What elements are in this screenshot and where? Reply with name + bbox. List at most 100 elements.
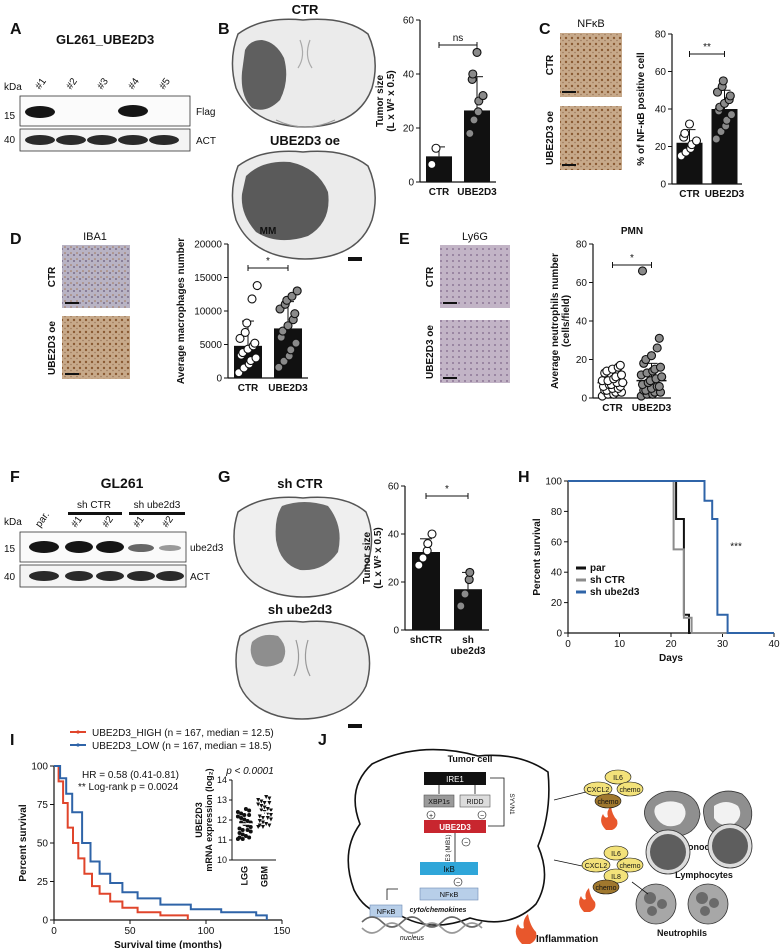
data-point [427, 159, 437, 169]
ihc-image-ube2d3 [440, 320, 510, 383]
e3-label: E3 (MIB1) [446, 834, 452, 861]
data-point [615, 360, 625, 370]
cyto-label: cyto/chemokines [410, 907, 467, 914]
inset-point [240, 837, 245, 841]
group-label-sh-ctr: sh CTR [77, 500, 111, 511]
panel-j: J Tumor cell IRE1 XBP1s RIDD + − UBE2D3 … [318, 732, 753, 945]
group-bar [129, 512, 185, 515]
ube2d3-box [424, 820, 486, 833]
inset-point [259, 799, 264, 804]
scale-bar [562, 164, 576, 166]
scale-bar [65, 302, 79, 304]
xbp1s-label: XBP1s [428, 799, 450, 806]
data-point [287, 291, 297, 301]
band-label-flag: Flag [196, 107, 215, 118]
panel-label: F [10, 469, 20, 486]
band [118, 105, 148, 117]
lane-label: #3 [95, 76, 111, 92]
sig-label: * [630, 253, 634, 264]
panel-label: A [10, 21, 22, 38]
y-tick-label: 20 [576, 355, 588, 366]
inset-point [239, 816, 244, 820]
panel-label: G [218, 469, 230, 486]
data-point [657, 372, 667, 382]
monocyte-icon [644, 790, 753, 837]
inset-point [267, 801, 272, 805]
inset-point [257, 823, 262, 828]
dna-icon [361, 916, 483, 928]
chart-title: MM [260, 226, 277, 237]
inset-y-tick-label: 11 [218, 835, 227, 845]
tumor-cell-membrane [347, 748, 550, 926]
sig-label: ** [703, 42, 711, 53]
y-tick-label: 20 [551, 598, 563, 609]
nfkb-box [419, 887, 479, 901]
minus-icon [461, 837, 471, 847]
ire1-label: IRE1 [446, 775, 464, 784]
image-label-top: CTR [292, 2, 319, 17]
legend-label: UBE2D3_HIGH (n = 167, median = 12.5) [92, 728, 274, 739]
inset-point [247, 813, 252, 817]
y-axis-label: Average neutrophils number(cells/field) [550, 253, 572, 389]
data-point [240, 327, 250, 337]
scale-bar [443, 377, 457, 379]
kda-label: kDa [4, 517, 22, 528]
inset-point [265, 807, 270, 811]
inset-point [267, 823, 272, 828]
image-side-label-top: CTR [425, 266, 436, 287]
inset-point [248, 829, 253, 834]
data-point [478, 91, 488, 101]
data-point [465, 567, 475, 577]
monocytes-label: Monocytes [680, 842, 727, 852]
panel-a: A GL261_UBE2D3 #1#2#3#4#5 kDa 15 40 Flag… [4, 21, 216, 152]
data-point [654, 333, 664, 343]
data-point [418, 553, 428, 563]
data-point [460, 589, 470, 599]
ube2d3-label: UBE2D3 [439, 823, 471, 832]
inset-point [256, 798, 261, 802]
brain-section-sh-ube2d3 [235, 620, 371, 720]
cytokine-label: chemo [597, 799, 618, 806]
inset-y-tick-label: 10 [217, 855, 227, 865]
band [127, 571, 155, 581]
inset-y-tick-label: 12 [217, 815, 227, 825]
y-tick-label: 20 [655, 142, 667, 153]
y-tick-label: 60 [388, 482, 400, 493]
cytokine-label: IL8 [611, 874, 621, 881]
inset-point [240, 828, 245, 832]
band [29, 571, 59, 581]
x-axis-label: Survival time (months) [114, 940, 222, 949]
marker-40: 40 [4, 135, 16, 146]
ikb-box [420, 862, 478, 875]
cytokine-label: chemo [619, 863, 640, 870]
blot-title: GL261 [101, 475, 144, 491]
data-point [242, 318, 252, 328]
y-tick-label: 20000 [194, 240, 222, 251]
minus-icon [453, 877, 463, 887]
survival-curve [54, 765, 189, 920]
legend-marker [76, 730, 80, 734]
data-point [646, 351, 657, 361]
band-label-act: ACT [190, 572, 210, 583]
panel-label: I [10, 732, 14, 749]
y-tick-label: 80 [655, 30, 667, 41]
x-tick-label: CTR [238, 383, 259, 394]
inset-point [237, 831, 242, 835]
inset-point [242, 813, 247, 817]
y-axis-label: % of NF-κB positive cell [636, 52, 647, 166]
inset-point [259, 808, 264, 813]
inset-point [237, 835, 242, 840]
data-point [414, 560, 424, 570]
data-point [251, 353, 261, 363]
band-label-ube2d3: ube2d3 [190, 543, 224, 554]
inset-point [235, 810, 240, 814]
plus-label: + [429, 813, 433, 820]
data-point [691, 136, 702, 146]
panel-d: D IBA1 CTR UBE2D3 oe 0500010000150002000… [10, 226, 308, 394]
flame-icon [515, 914, 537, 944]
bar [426, 156, 452, 182]
inset-point [257, 814, 262, 819]
data-point [637, 266, 648, 276]
